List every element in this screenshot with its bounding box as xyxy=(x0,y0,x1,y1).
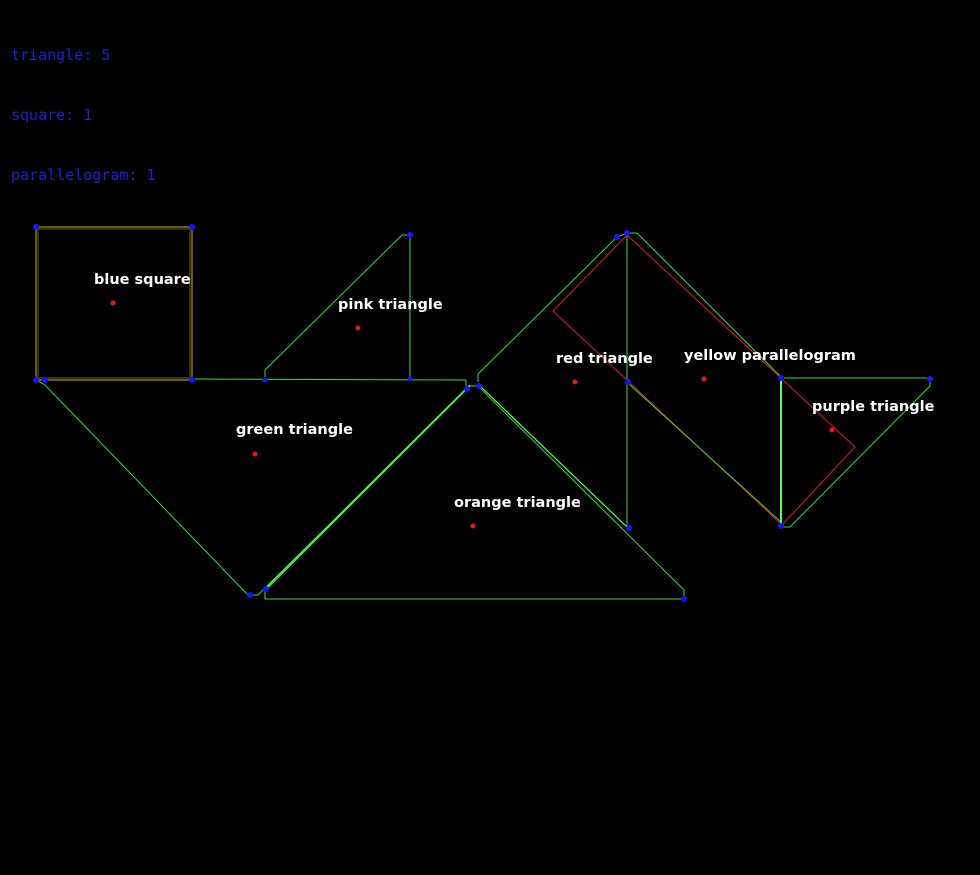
purple-triangle-outline xyxy=(782,377,931,528)
vertex-point xyxy=(263,586,269,592)
centroid-markers xyxy=(110,300,835,529)
vertex-point xyxy=(189,377,195,383)
vertex-point xyxy=(247,592,253,598)
vertex-point xyxy=(927,376,933,382)
green-triangle-hypotenuse xyxy=(264,384,471,590)
vertex-point xyxy=(624,230,630,236)
purple-triangle-label: purple triangle xyxy=(812,399,935,415)
parallelogram-count: parallelogram: 1 xyxy=(11,166,156,184)
orange-triangle-edge-bright xyxy=(479,385,629,529)
red-triangle-label: red triangle xyxy=(556,351,653,367)
blue-square-centroid xyxy=(110,300,116,306)
vertex-point xyxy=(42,377,48,383)
yellow-parallelogram-centroid xyxy=(701,376,707,382)
purple-triangle-centroid xyxy=(829,427,835,433)
vertex-point xyxy=(262,377,268,383)
yellow-parallelogram-outline xyxy=(627,232,783,379)
shape-outlines xyxy=(35,226,931,600)
yellow-parallelogram-lower-edge xyxy=(628,383,783,524)
vertex-point xyxy=(33,377,39,383)
square-count: square: 1 xyxy=(11,106,93,124)
green-triangle-centroid xyxy=(252,451,258,457)
vertex-point xyxy=(778,523,784,529)
triangle-count: triangle: 5 xyxy=(11,46,111,64)
vertex-point xyxy=(407,376,413,382)
vertex-markers xyxy=(33,224,933,602)
red-triangle-outline xyxy=(477,232,628,529)
orange-triangle-outline xyxy=(264,385,685,600)
pink-triangle-label: pink triangle xyxy=(338,297,443,313)
green-triangle-outline xyxy=(35,378,467,596)
orange-triangle-centroid xyxy=(470,523,476,529)
yellow-parallelogram-label: yellow parallelogram xyxy=(684,348,856,364)
pink-triangle-outline xyxy=(264,234,411,377)
red-triangle-centroid xyxy=(572,379,578,385)
vertex-point xyxy=(464,386,470,392)
vertex-point xyxy=(407,232,413,238)
vertex-point xyxy=(614,234,620,240)
vertex-point xyxy=(681,596,687,602)
vertex-point xyxy=(476,383,482,389)
vertex-point xyxy=(189,224,195,230)
vertex-point xyxy=(33,224,39,230)
blue-square-label: blue square xyxy=(94,272,191,288)
orange-triangle-label: orange triangle xyxy=(454,495,581,511)
vertex-point xyxy=(626,525,632,531)
vertex-point xyxy=(778,375,784,381)
pink-triangle-centroid xyxy=(355,325,361,331)
vertex-point xyxy=(625,379,631,385)
shape-count-summary: triangle: 5 square: 1 parallelogram: 1 xyxy=(11,5,156,225)
green-triangle-label: green triangle xyxy=(236,422,353,438)
shape-labels: blue square pink triangle green triangle… xyxy=(94,272,935,511)
